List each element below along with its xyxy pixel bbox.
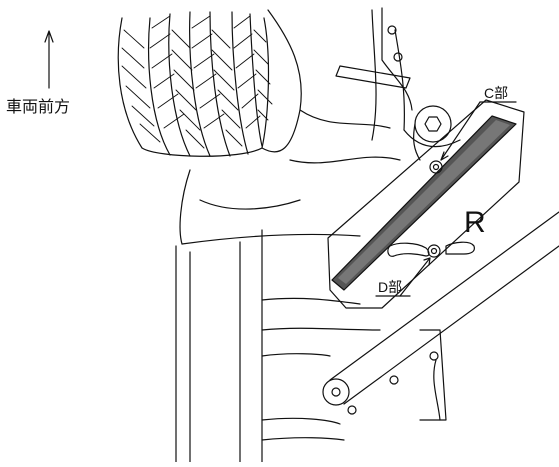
side-label: R <box>464 206 486 239</box>
wing-nut-icon <box>387 241 475 258</box>
part-d-label: D部 <box>378 279 402 295</box>
diagonal-strut <box>322 211 559 406</box>
part-c-label: C部 <box>484 85 508 101</box>
part-c-leader-arrow <box>440 151 449 161</box>
hex-bolt-icon <box>413 105 452 161</box>
vehicle-front-label: 車両前方 <box>6 98 70 116</box>
plate-strip <box>331 115 517 291</box>
part-c-leader <box>440 101 481 161</box>
mounting-plate <box>327 99 525 309</box>
part-d-leader-arrow <box>423 257 431 266</box>
tire <box>117 9 302 157</box>
part-d-leader <box>399 257 431 297</box>
part-c-screw-icon <box>429 160 443 174</box>
tire-tread <box>121 15 273 149</box>
vehicle-body <box>175 7 461 463</box>
front-arrow-icon <box>44 30 54 89</box>
